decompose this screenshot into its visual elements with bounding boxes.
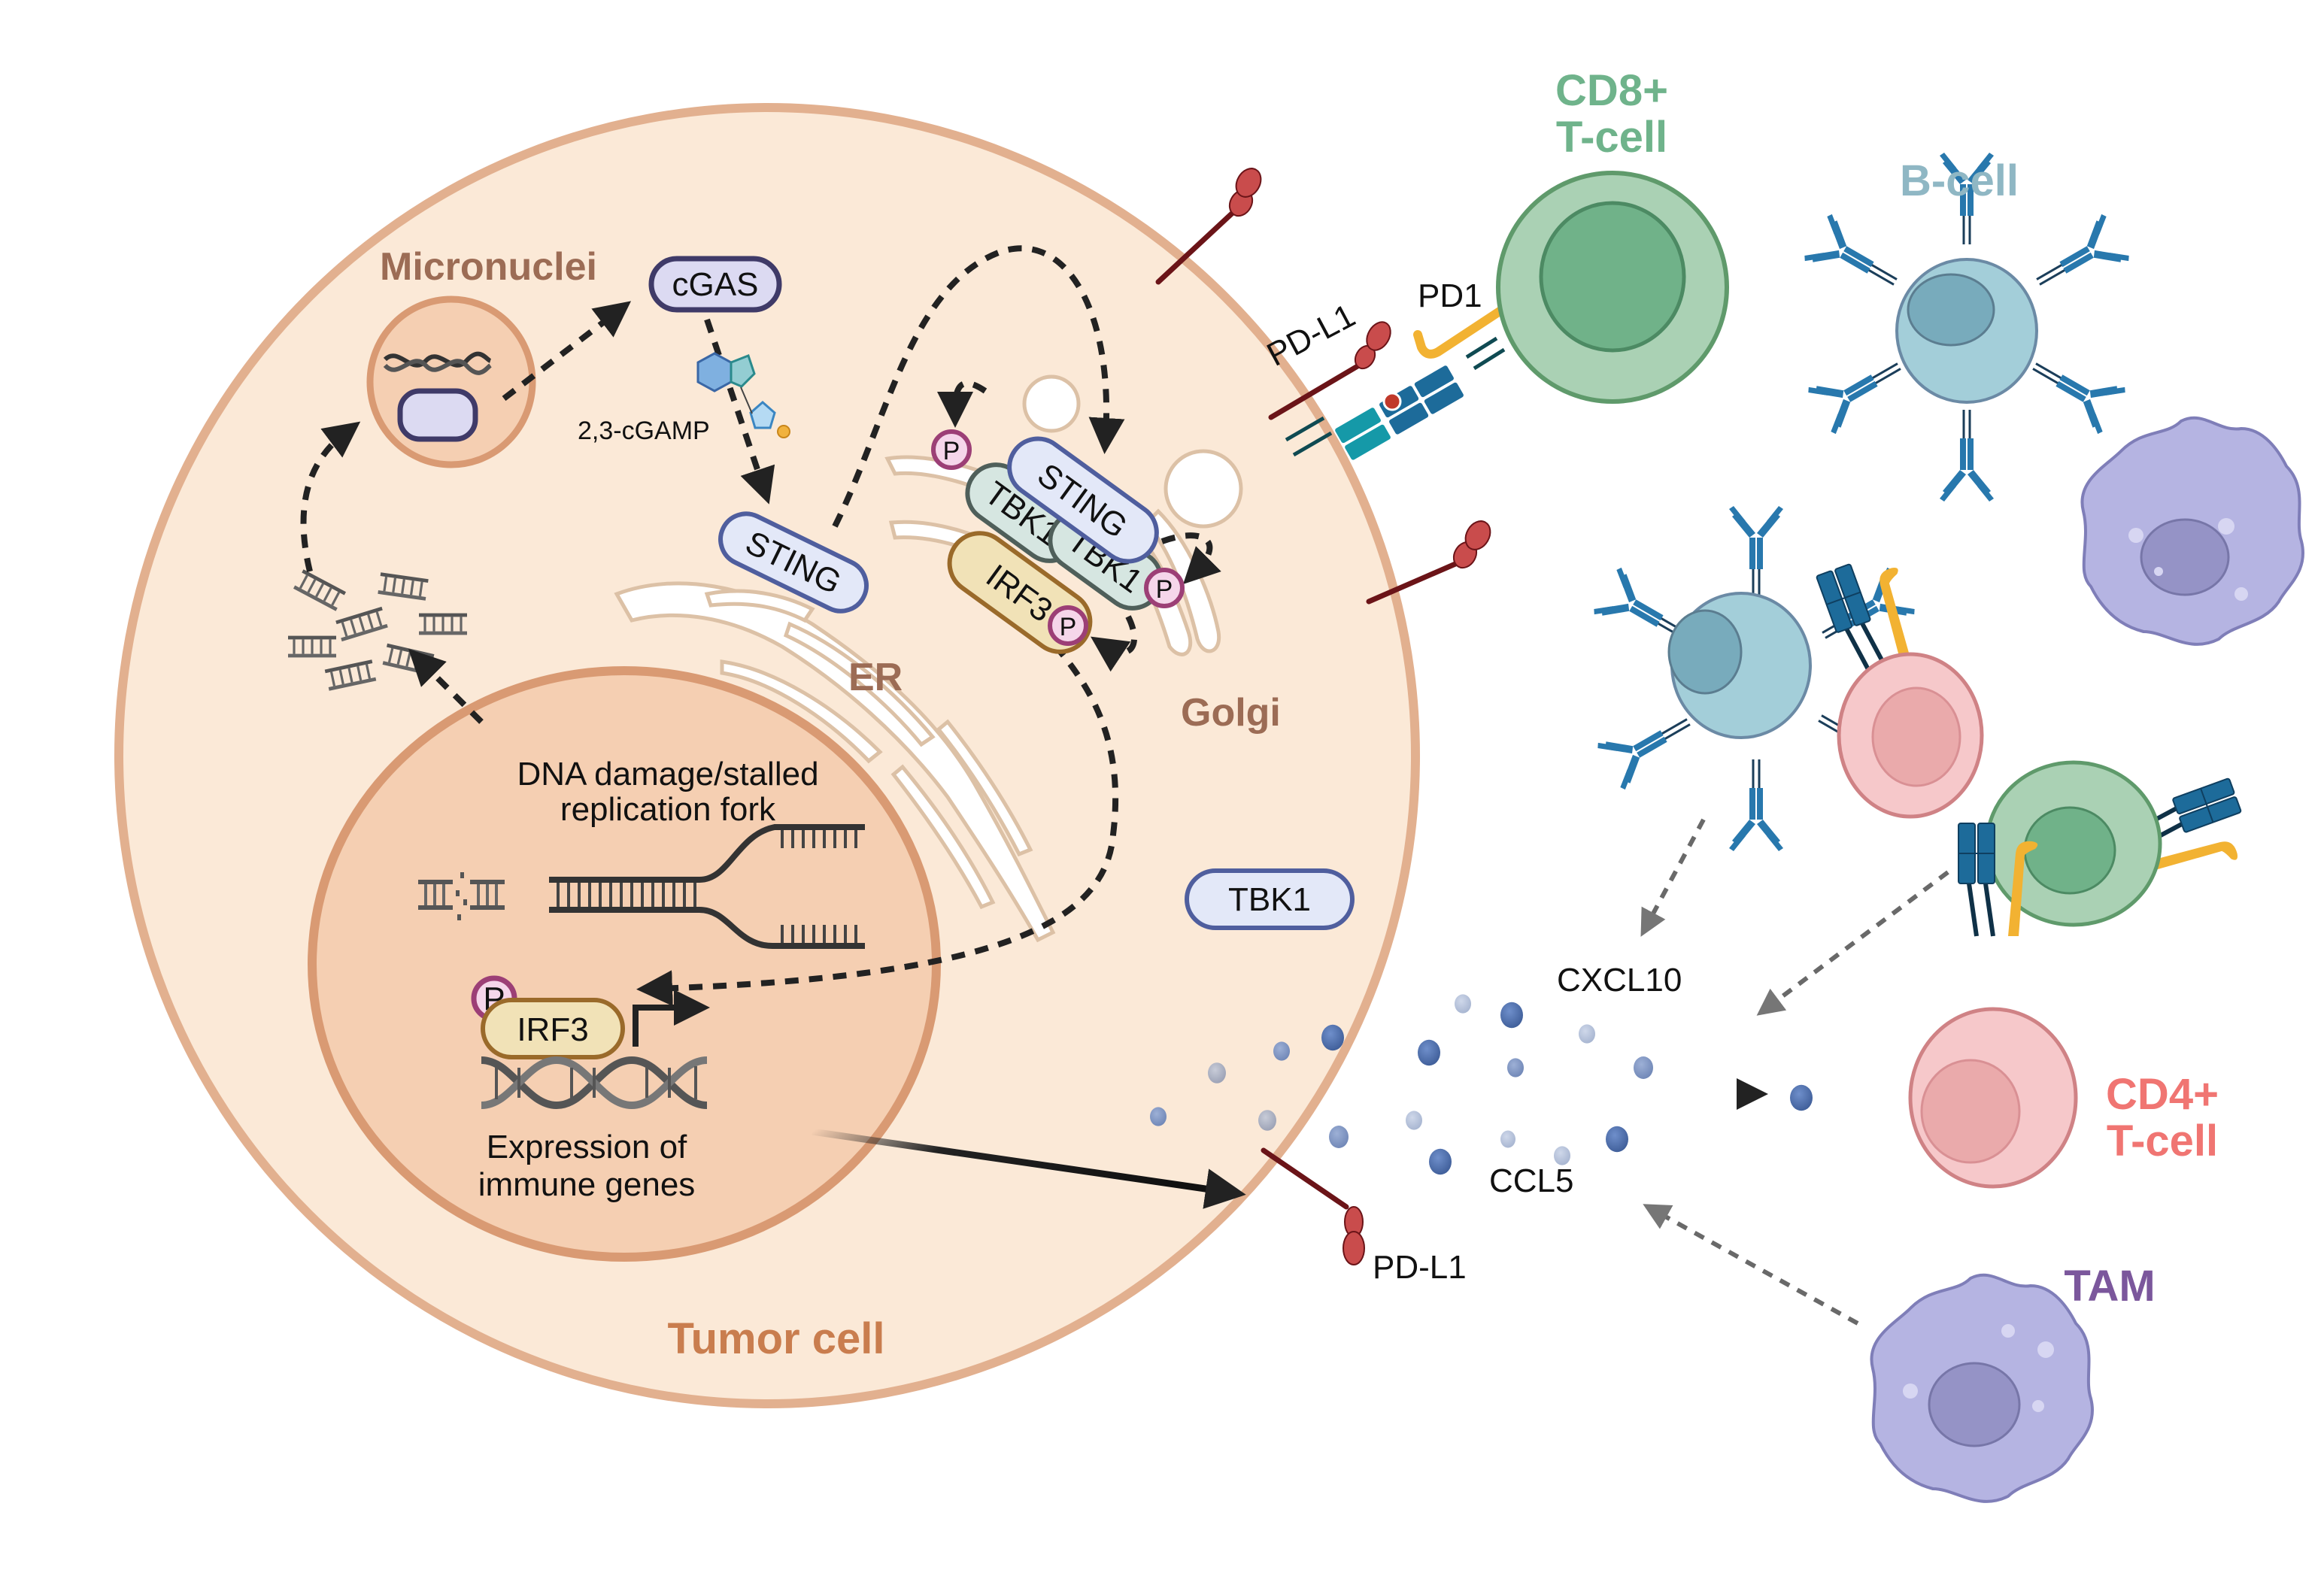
irf3-nucleus-label: IRF3 [517,1011,588,1048]
b-cell-mid[interactable] [1590,505,1919,853]
chemokine-particle [1329,1126,1349,1148]
micronuclei-label: Micronuclei [380,245,597,289]
tbk1-free-protein[interactable]: TBK1 [1185,868,1355,930]
micronucleus [366,295,536,468]
svg-text:P: P [1060,613,1077,641]
cd4-label-line2: T-cell [2107,1117,2218,1165]
chemokine-particle [1208,1062,1226,1083]
replication-fork-icon [549,824,865,950]
pdl1-membrane-bottom [1261,1147,1365,1265]
arrow-irf3-to-nucleus [636,592,1119,1007]
chemokine-particles [1150,994,1813,1175]
chemokine-particle [1429,1148,1452,1175]
micronucleus-dna-icon [383,351,492,368]
phospho-tbk1-a-badge: P [931,429,972,470]
chemokine-particle [1500,1002,1523,1029]
dna-helix-icon [481,1056,708,1110]
pdl1-membrane-top [1155,168,1262,285]
chemokine-particle [1606,1126,1628,1153]
expression-label-line2: immune genes [478,1166,696,1203]
cd4-label-line1: CD4+ [2106,1070,2219,1119]
pathway-arrows [300,245,1221,1007]
chemokine-particle [1150,1107,1167,1126]
bcell-label: B-cell [1900,156,2019,205]
arrow-bcell-recruit [1640,818,1706,937]
arrow-sting-to-golgi [832,245,1125,528]
cgamp-label: 2,3-cGAMP [578,417,710,445]
chemokine-particle [1273,1041,1290,1061]
cd8-t-cell[interactable] [1496,171,1729,404]
arrow-phospho-tbk1-a [937,380,988,428]
tumor-cell-label: Tumor cell [668,1314,885,1363]
ccl5-label: CCL5 [1489,1162,1574,1199]
pdl1-pd1-synapse [1268,304,1509,460]
chemokine-particle [1418,1039,1440,1066]
svg-text:P: P [1156,575,1173,604]
transcription-start-arrow-icon [633,990,710,1047]
tam-cell-top[interactable] [2080,416,2304,646]
cd4-t-cell-lower[interactable] [1908,823,2078,1189]
cgas-protein[interactable]: cGAS [648,256,782,313]
cd8-label-line1: CD8+ [1555,66,1668,115]
arrow-dna-to-micronucleus [300,421,361,572]
chemokine-particle [1579,1024,1595,1044]
pdl1-membrane-mid [1366,520,1491,605]
sting-golgi-protein[interactable]: STING [998,427,1168,572]
pd1-receptor [1413,304,1509,359]
pdl1-expression-arrow [812,1128,1246,1209]
golgi-label: Golgi [1181,691,1281,735]
svg-text:P: P [943,437,960,465]
chemokine-particle [1507,1058,1524,1077]
chemokine-particle [1790,1084,1813,1111]
chemokine-particle [1455,994,1471,1014]
cd8-label-line2: T-cell [1556,113,1667,162]
arrow-phospho-irf3 [1091,615,1138,672]
arrow-tcell-recruit [1756,870,1949,1016]
tam-label: TAM [2064,1262,2155,1311]
expression-label-line1: Expression of [487,1129,687,1165]
arrow-cgas-to-sting [704,318,775,505]
tbk1-free-label: TBK1 [1228,881,1311,918]
broken-dna-icon [418,872,505,920]
golgi-signalling-complex: IRF3 TBK1 TBK1 STING P P P [931,427,1185,654]
pdl1-bottom-label: PD-L1 [1373,1249,1467,1286]
cgas-label: cGAS [672,266,759,303]
b-cell-top[interactable] [1801,151,2133,503]
chemokine-particle [1406,1111,1422,1130]
phospho-irf3-badge: P [1048,605,1088,646]
cgamp-molecule-icon [696,352,790,438]
chemokine-particle [1554,1146,1570,1165]
micronucleus-chromatin [397,388,478,442]
dna-damage-label-line2: replication fork [560,791,776,828]
er-label: ER [848,656,903,699]
chemokine-particle [1500,1130,1515,1148]
cd8-t-cell-lower[interactable] [1985,760,2256,927]
arrow-tam-recruit [1643,1204,1859,1326]
phospho-tbk1-b-badge: P [1144,568,1185,608]
pd1-label: PD1 [1418,277,1482,314]
chemokine-particle [1321,1024,1344,1051]
pdl1-top-label: PD-L1 [1261,297,1361,374]
irf3-nucleus-protein[interactable]: IRF3 [481,998,625,1059]
cd4-t-cell-mid[interactable] [1816,549,1984,819]
chemokine-particle [1258,1110,1276,1131]
cxcl10-label: CXCL10 [1557,962,1682,999]
tam-cell-bottom[interactable] [1870,1273,2094,1503]
endoplasmic-reticulum [614,581,1056,943]
mhc-antigen [1382,392,1402,411]
dna-damage-label-line1: DNA damage/stalled [517,756,818,793]
chemokine-particle [1634,1056,1653,1079]
